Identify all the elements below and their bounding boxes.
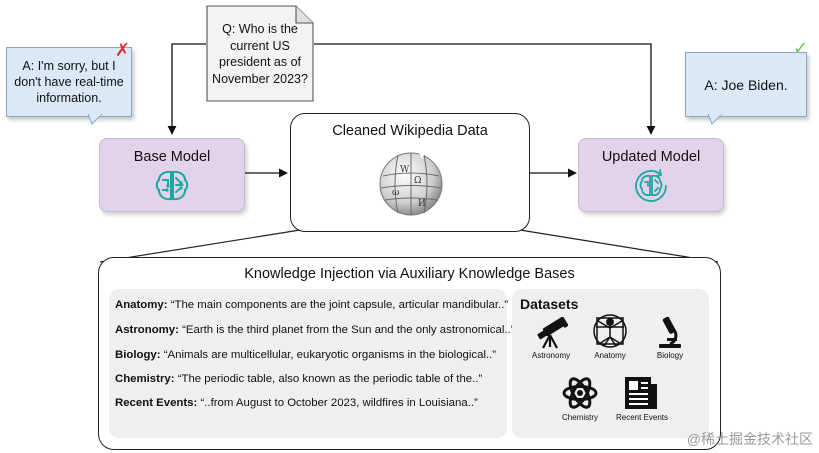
watermark: @稀土掘金技术社区 (686, 431, 813, 447)
snippet-label: Recent Events: (115, 397, 198, 409)
snippet-text: “Earth is the third planet from the Sun … (182, 324, 515, 336)
wrong-mark-icon: ✗ (115, 40, 131, 60)
zoom-line-left (99, 229, 301, 263)
vitruvian-man-icon (593, 314, 627, 348)
snippet-biology: Biology: “Animals are multicellular, euk… (115, 349, 496, 361)
question-text: Q: Who is the current US president as of… (212, 22, 308, 86)
brain-circuit-refresh-icon (635, 169, 667, 202)
svg-text:ω: ω (392, 188, 399, 198)
updated-bubble-tail (708, 114, 723, 125)
microscope-icon (659, 316, 681, 348)
dataset-astronomy: Astronomy (519, 317, 583, 360)
base-bubble-tail (88, 114, 103, 125)
svg-text:Ω: Ω (414, 176, 421, 186)
snippet-label: Biology: (115, 349, 161, 361)
svg-text:W: W (400, 165, 410, 175)
updated-model-box: Updated Model (578, 138, 724, 212)
brain-circuit-icon (155, 170, 189, 201)
snippet-chemistry: Chemistry: “The periodic table, also kno… (115, 373, 482, 385)
dataset-anatomy: Anatomy (578, 313, 642, 360)
right-mark-icon: ✓ (793, 38, 809, 58)
question-to-base-arrow (167, 43, 206, 135)
note-shape (206, 5, 314, 102)
updated-model-title: Updated Model (601, 149, 701, 165)
dataset-recent-events: Recent Events (610, 375, 674, 422)
dataset-label: Anatomy (594, 351, 626, 360)
snippet-list: Anatomy: “The main components are the jo… (109, 289, 515, 438)
dataset-label: Astronomy (531, 351, 571, 360)
newspaper-icon (625, 377, 657, 409)
snippet-astronomy: Astronomy: “Earth is the third planet fr… (115, 324, 515, 336)
question-note: Q: Who is the current US president as of… (206, 5, 314, 102)
knowledge-injection-panel: Knowledge Injection via Auxiliary Knowle… (98, 257, 721, 450)
dataset-label: Recent Events (615, 413, 669, 422)
snippet-text: “Animals are multicellular, eukaryotic o… (163, 349, 497, 361)
snippet-anatomy: Anatomy: “The main components are the jo… (115, 299, 508, 311)
base-model-title: Base Model (133, 149, 211, 165)
telescope-icon (537, 317, 568, 349)
snippet-label: Anatomy: (115, 299, 168, 311)
knowledge-injection-title: Knowledge Injection via Auxiliary Knowle… (244, 266, 575, 282)
base-answer-bubble: A: I'm sorry, but I don't have real-time… (6, 47, 132, 117)
snippet-text: “The main components are the joint capsu… (170, 299, 509, 311)
datasets-panel: Datasets Astronomy An (512, 289, 709, 438)
svg-text:И: И (418, 199, 426, 209)
base-model-box: Base Model (99, 138, 245, 212)
zoom-line-right (519, 229, 719, 263)
snippet-text: “The periodic table, also known as the p… (177, 373, 483, 385)
dataset-label: Biology (656, 351, 684, 360)
dataset-label: Chemistry (561, 413, 598, 422)
snippet-text: “..from August to October 2023, wildfire… (200, 397, 478, 409)
datasets-title: Datasets (520, 296, 579, 312)
question-to-updated-arrow (314, 43, 656, 135)
updated-answer-bubble: A: Joe Biden. (685, 52, 807, 117)
snippet-label: Astronomy: (115, 324, 179, 336)
snippet-label: Chemistry: (115, 373, 175, 385)
updated-answer-text: A: Joe Biden. (704, 76, 788, 93)
wikipedia-title: Cleaned Wikipedia Data (332, 123, 488, 139)
base-answer-text: A: I'm sorry, but I don't have real-time… (14, 59, 124, 105)
atom-icon (562, 377, 598, 409)
dataset-biology: Biology (638, 316, 702, 360)
dataset-chemistry: Chemistry (548, 375, 612, 422)
snippet-recent-events: Recent Events: “..from August to October… (115, 397, 478, 409)
